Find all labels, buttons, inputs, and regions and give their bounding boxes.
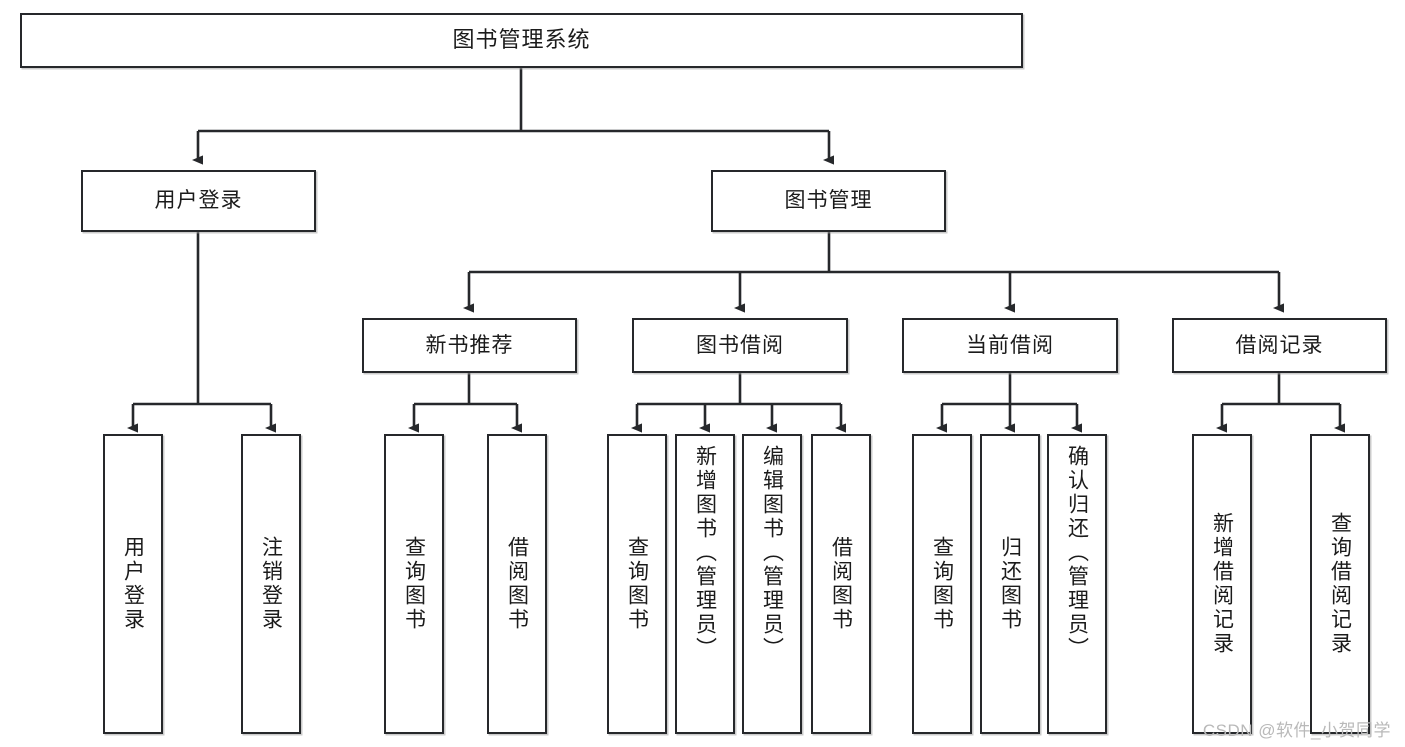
leaf-add-borrow-record[interactable]: 新增借阅记录 <box>1192 434 1252 734</box>
node-user-login[interactable]: 用户登录 <box>81 170 316 232</box>
leaf-add-book-admin[interactable]: 新增图书（管理员） <box>675 434 735 734</box>
leaf-query-book-current[interactable]: 查询图书 <box>912 434 972 734</box>
node-book-borrow[interactable]: 图书借阅 <box>632 318 848 373</box>
node-label: 新增图书（管理员） <box>693 445 717 661</box>
node-label: 查询借阅记录 <box>1328 512 1352 656</box>
leaf-query-book-borrow[interactable]: 查询图书 <box>607 434 667 734</box>
node-label: 当前借阅 <box>966 333 1054 357</box>
node-label: 用户登录 <box>121 536 145 632</box>
node-label: 图书管理系统 <box>452 27 591 53</box>
node-label: 查询图书 <box>930 536 954 632</box>
leaf-user-login[interactable]: 用户登录 <box>103 434 163 734</box>
node-label: 图书借阅 <box>696 333 784 357</box>
leaf-borrow-book[interactable]: 借阅图书 <box>811 434 871 734</box>
leaf-query-book-recommend[interactable]: 查询图书 <box>384 434 444 734</box>
node-book-management[interactable]: 图书管理 <box>711 170 946 232</box>
node-borrow-record[interactable]: 借阅记录 <box>1172 318 1387 373</box>
node-label: 借阅记录 <box>1235 333 1324 357</box>
node-label: 用户登录 <box>154 189 243 213</box>
node-label: 注销登录 <box>259 536 283 632</box>
node-label: 图书管理 <box>784 189 873 213</box>
leaf-user-logout[interactable]: 注销登录 <box>241 434 301 734</box>
node-label: 借阅图书 <box>505 536 529 632</box>
node-label: 新书推荐 <box>425 333 514 357</box>
leaf-return-book[interactable]: 归还图书 <box>980 434 1040 734</box>
node-new-book-recommend[interactable]: 新书推荐 <box>362 318 577 373</box>
node-root-system[interactable]: 图书管理系统 <box>20 13 1023 68</box>
leaf-edit-book-admin[interactable]: 编辑图书（管理员） <box>742 434 802 734</box>
leaf-confirm-return-admin[interactable]: 确认归还（管理员） <box>1047 434 1107 734</box>
node-label: 编辑图书（管理员） <box>760 445 784 661</box>
node-label: 归还图书 <box>998 536 1022 632</box>
leaf-borrow-book-recommend[interactable]: 借阅图书 <box>487 434 547 734</box>
node-label: 查询图书 <box>402 536 426 632</box>
node-current-borrow[interactable]: 当前借阅 <box>902 318 1118 373</box>
node-label: 借阅图书 <box>829 536 853 632</box>
leaf-query-borrow-record[interactable]: 查询借阅记录 <box>1310 434 1370 734</box>
csdn-watermark: CSDN @软件_小贺同学 <box>1202 721 1391 740</box>
node-label: 新增借阅记录 <box>1210 512 1234 656</box>
node-label: 查询图书 <box>625 536 649 632</box>
node-label: 确认归还（管理员） <box>1065 445 1089 661</box>
